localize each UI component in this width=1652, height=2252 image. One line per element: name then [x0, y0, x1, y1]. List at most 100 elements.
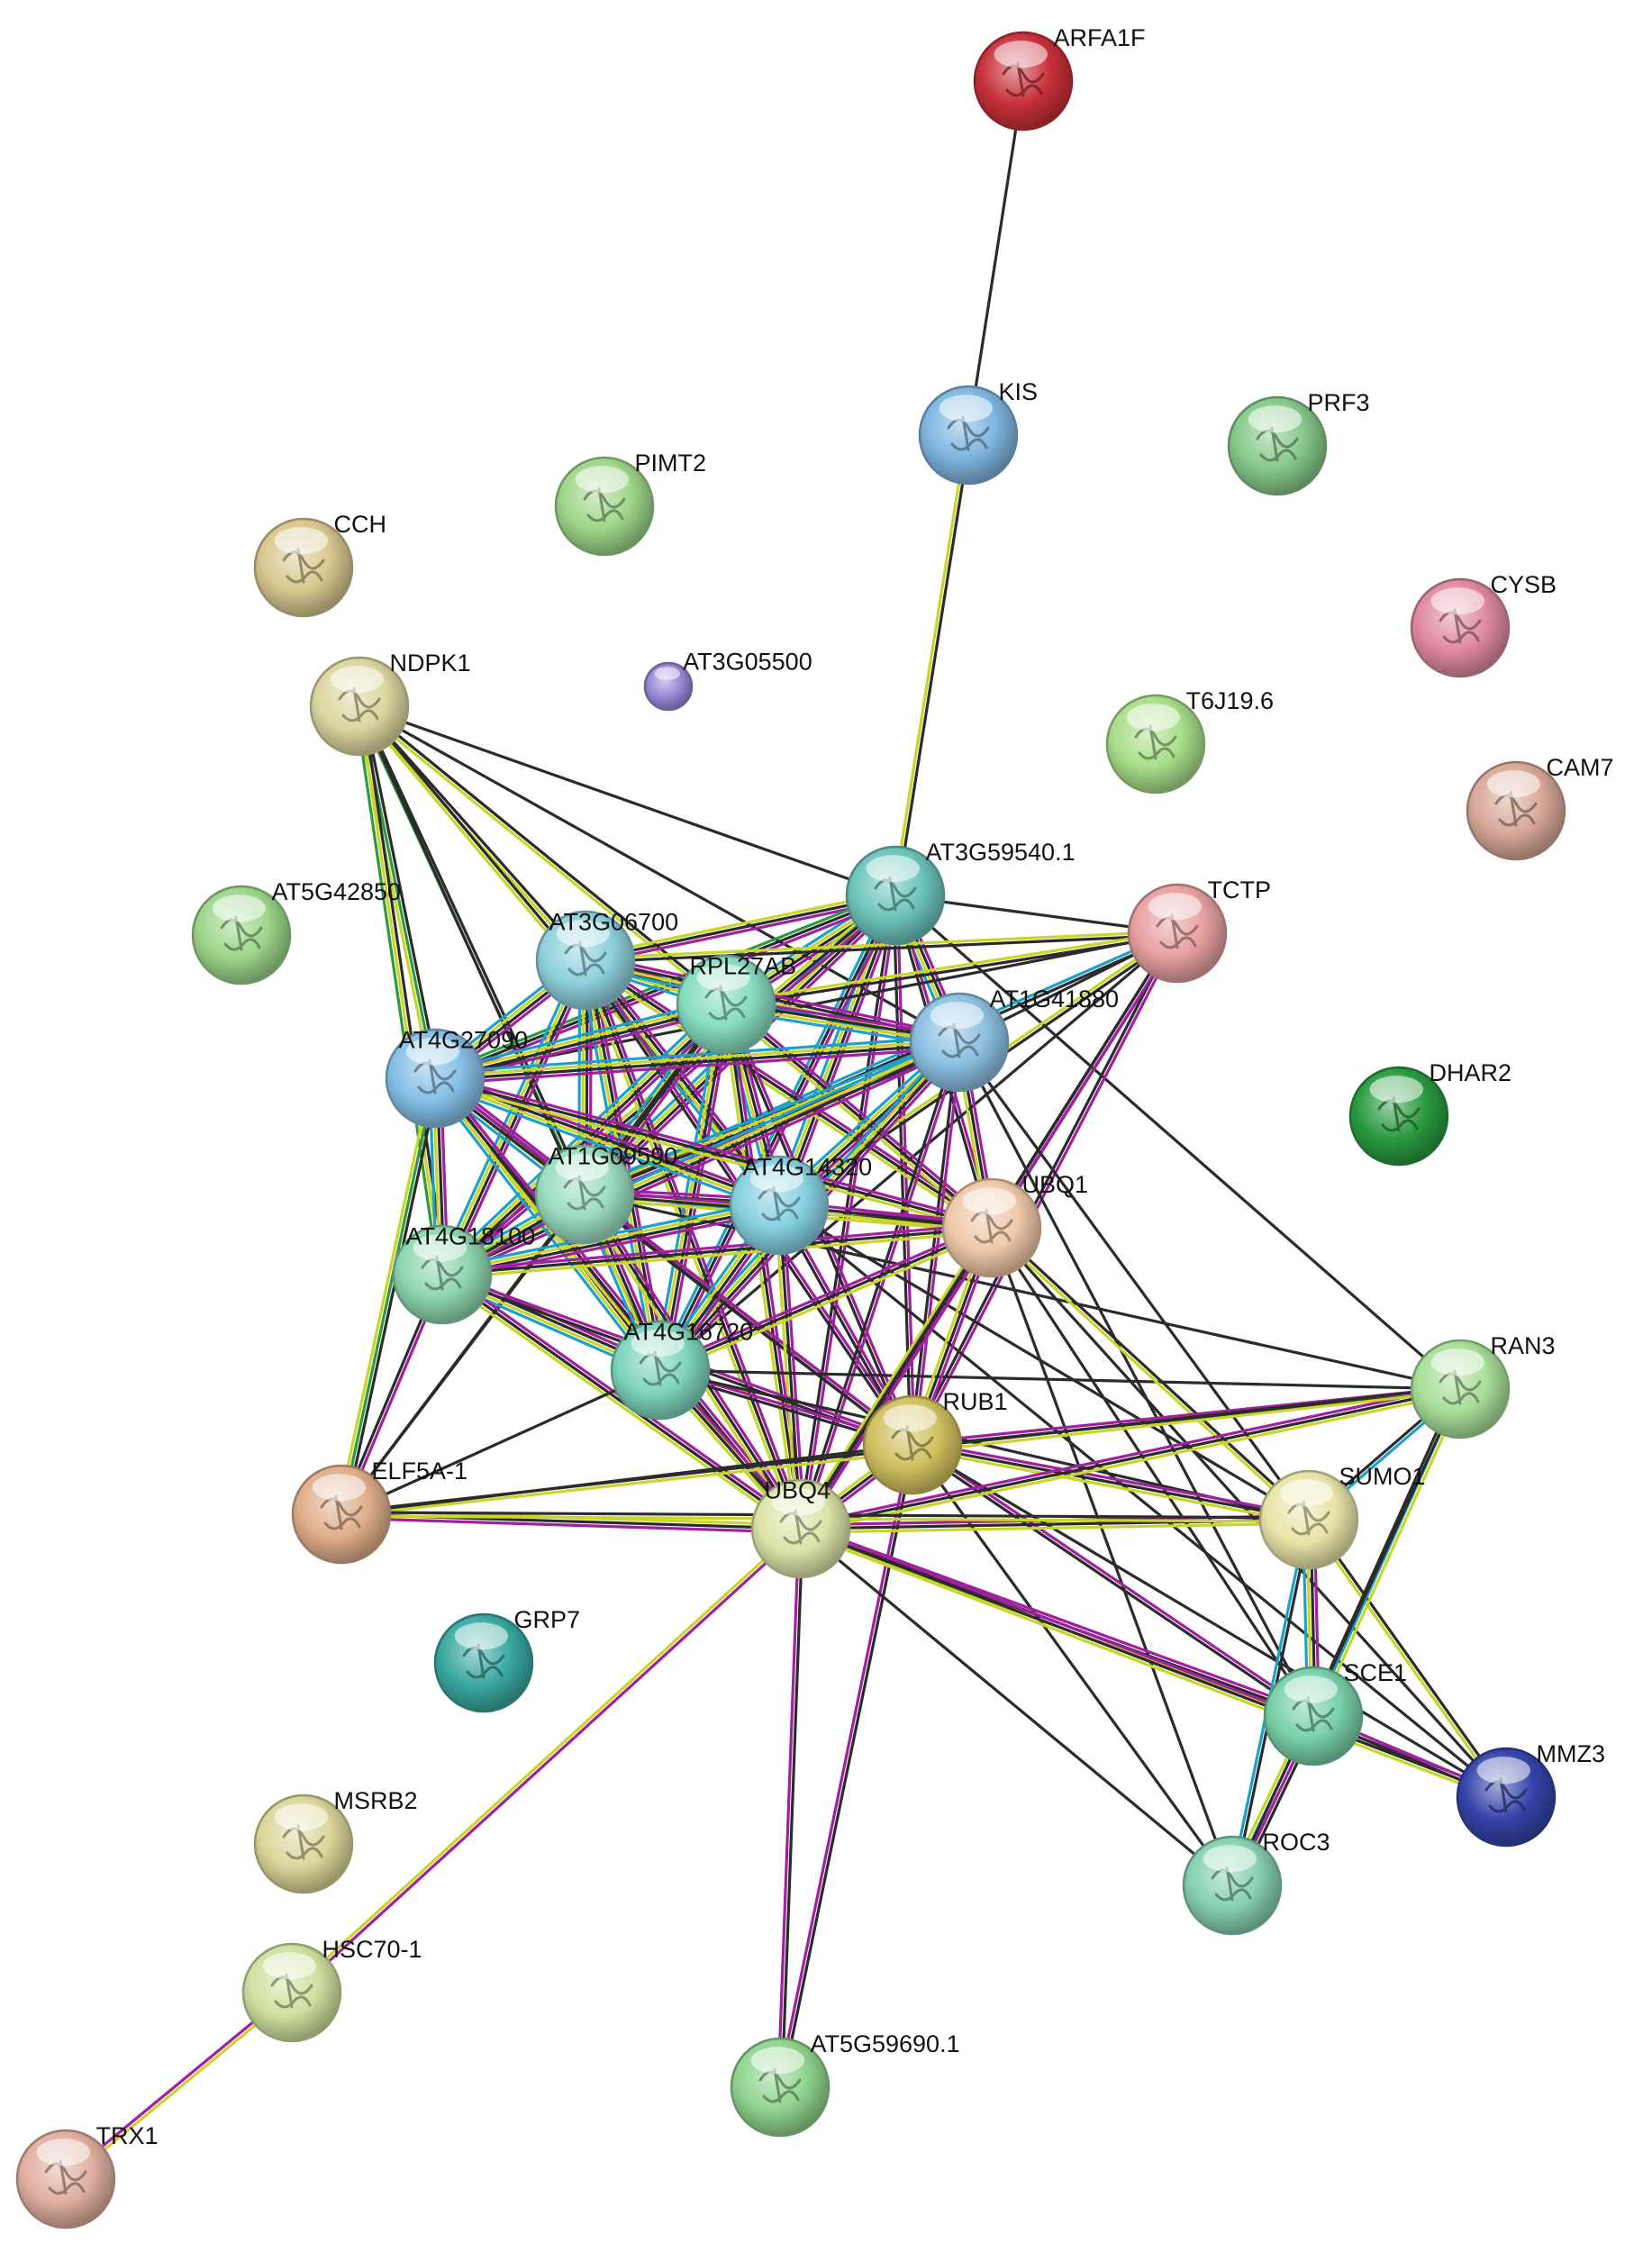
protein-structure-icon	[421, 1255, 464, 1291]
node-cysb[interactable]: CYSB	[1410, 571, 1557, 678]
protein-structure-icon	[1211, 1866, 1254, 1902]
node-label-kis: KIS	[998, 378, 1038, 405]
protein-structure-icon	[1156, 913, 1199, 949]
edge-hsc70-1-ubq4	[288, 1525, 804, 1996]
edge-at5g59690-1-ubq4	[776, 1527, 804, 2089]
node-mmz3[interactable]: MMZ3	[1456, 1740, 1605, 1848]
node-label-rpl27ab: RPL27AB	[690, 953, 797, 980]
edge-tctp-at3g06700	[584, 930, 1179, 964]
edge-at4g16720-elf5a-1	[340, 1368, 662, 1516]
node-ubq1[interactable]: UBQ1	[941, 1171, 1088, 1278]
node-label-cysb: CYSB	[1490, 571, 1557, 598]
edge-kis-at3g59540-1	[892, 433, 972, 897]
node-pimt2[interactable]: PIMT2	[554, 449, 706, 557]
node-at4g27090[interactable]: AT4G27090	[385, 1027, 529, 1129]
protein-structure-icon	[1292, 1696, 1335, 1732]
node-at5g42850[interactable]: AT5G42850	[191, 878, 401, 985]
node-at4g18100[interactable]: AT4G18100	[392, 1223, 536, 1325]
node-label-sumo1: SUMO1	[1339, 1463, 1425, 1490]
edge-at1g09590-ran3	[583, 1193, 1462, 1391]
protein-structure-icon	[1439, 1369, 1482, 1405]
protein-structure-icon	[1377, 1096, 1421, 1132]
node-label-grp7: GRP7	[513, 1606, 580, 1633]
protein-structure-icon	[779, 1509, 822, 1545]
edge-tctp-at4g16720	[658, 931, 1179, 1372]
node-rub1[interactable]: RUB1	[862, 1388, 1008, 1495]
edge-at3g06700-ubq1	[582, 955, 995, 1233]
node-label-ubq1: UBQ1	[1021, 1171, 1088, 1198]
protein-structure-icon	[320, 1494, 363, 1530]
protein-structure-icon	[1287, 1500, 1330, 1536]
node-arfa1f[interactable]: ARFA1F	[973, 24, 1146, 132]
node-label-ubq4: UBQ4	[765, 1477, 831, 1504]
node-prf3[interactable]: PRF3	[1227, 389, 1370, 496]
node-label-prf3: PRF3	[1307, 389, 1369, 416]
node-at3g05500[interactable]: AT3G05500	[643, 648, 812, 712]
node-cch[interactable]: CCH	[253, 511, 386, 618]
node-at4g16720[interactable]: AT4G16720	[610, 1319, 754, 1421]
node-label-at5g42850: AT5G42850	[271, 878, 401, 905]
node-label-trx1: TRX1	[95, 2122, 158, 2149]
edge-at3g06700-at4g18100	[435, 956, 593, 1279]
edge-arfa1f-kis	[967, 79, 1025, 437]
protein-structure-icon	[891, 1425, 934, 1461]
edge-rub1-sumo1	[910, 1439, 1312, 1525]
node-label-at4g16720: AT4G16720	[624, 1319, 754, 1346]
protein-structure-icon	[462, 1643, 505, 1679]
node-ubq4[interactable]: UBQ4	[750, 1477, 851, 1579]
protein-structure-icon	[1484, 1777, 1528, 1813]
node-dhar2[interactable]: DHAR2	[1348, 1059, 1511, 1167]
node-trx1[interactable]: TRX1	[15, 2122, 159, 2229]
node-label-at5g59690-1: AT5G59690.1	[810, 2030, 959, 2057]
edge-tctp-rub1	[909, 931, 1181, 1448]
node-ran3[interactable]: RAN3	[1410, 1332, 1556, 1439]
protein-structure-icon	[639, 1350, 682, 1386]
node-sumo1[interactable]: SUMO1	[1258, 1463, 1426, 1570]
node-at5g59690-1[interactable]: AT5G59690.1	[730, 2030, 960, 2138]
node-label-roc3: ROC3	[1262, 1829, 1330, 1856]
node-label-dhar2: DHAR2	[1429, 1059, 1511, 1086]
node-at3g59540-1[interactable]: AT3G59540.1	[845, 839, 1076, 946]
edge-at4g14320-sumo1	[777, 1203, 1311, 1521]
protein-structure-icon	[1256, 426, 1299, 462]
node-tctp[interactable]: TCTP	[1127, 876, 1271, 984]
node-grp7[interactable]: GRP7	[433, 1606, 580, 1713]
edge-at4g18100-ubq1	[440, 1222, 994, 1280]
node-rpl27ab[interactable]: RPL27AB	[676, 953, 797, 1055]
node-label-at4g27090: AT4G27090	[399, 1027, 529, 1054]
node-msrb2[interactable]: MSRB2	[253, 1787, 418, 1894]
node-label-elf5a-1: ELF5A-1	[371, 1457, 467, 1485]
node-at1g09590[interactable]: AT1G09590	[534, 1143, 677, 1245]
node-sce1[interactable]: SCE1	[1263, 1659, 1407, 1766]
edge-at4g14320-mmz3	[777, 1203, 1508, 1799]
node-hsc70-1[interactable]: HSC70-1	[241, 1936, 422, 2043]
node-roc3[interactable]: ROC3	[1182, 1829, 1330, 1936]
protein-structure-icon	[758, 2067, 802, 2103]
edge-at4g27090-elf5a-1	[336, 1076, 440, 1517]
node-label-at3g06700: AT3G06700	[549, 909, 679, 936]
protein-structure-icon	[220, 915, 263, 951]
node-at1g41880[interactable]: AT1G41880	[909, 985, 1119, 1093]
edge-ubq4-roc3	[799, 1527, 1234, 1887]
node-label-at3g59540-1: AT3G59540.1	[925, 839, 1075, 866]
node-label-at4g14320: AT4G14320	[743, 1154, 873, 1181]
protein-structure-icon	[338, 686, 381, 722]
node-at3g06700[interactable]: AT3G06700	[535, 909, 679, 1011]
edge-ubq4-ran3	[798, 1384, 1463, 1534]
node-cam7[interactable]: CAM7	[1466, 754, 1613, 861]
protein-structure-icon	[583, 486, 626, 522]
node-ndpk1[interactable]: NDPK1	[309, 649, 471, 757]
node-t6j19-6[interactable]: T6J19.6	[1105, 687, 1274, 795]
protein-structure-icon	[564, 940, 607, 976]
node-label-mmz3: MMZ3	[1536, 1740, 1605, 1767]
node-label-cch: CCH	[333, 511, 386, 538]
node-label-tctp: TCTP	[1207, 876, 1271, 904]
node-label-ndpk1: NDPK1	[389, 649, 470, 677]
node-at4g14320[interactable]: AT4G14320	[729, 1154, 873, 1256]
node-kis[interactable]: KIS	[918, 378, 1038, 486]
node-label-ran3: RAN3	[1490, 1332, 1555, 1359]
node-label-at4g18100: AT4G18100	[406, 1223, 536, 1250]
protein-structure-icon	[1494, 791, 1538, 827]
node-elf5a-1[interactable]: ELF5A-1	[291, 1457, 467, 1565]
